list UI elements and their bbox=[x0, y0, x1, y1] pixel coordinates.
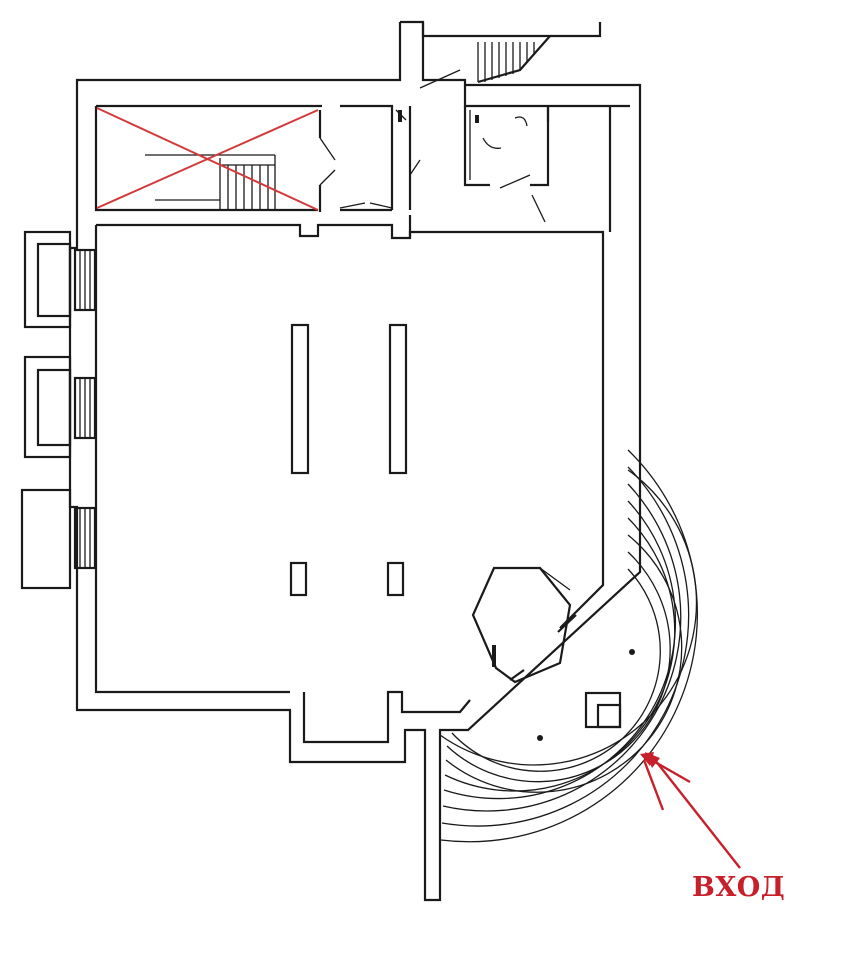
entrance-arrows bbox=[640, 752, 741, 869]
bay-windows-left bbox=[20, 230, 97, 590]
entrance-label: ВХОД bbox=[692, 872, 786, 903]
octagonal-vestibule bbox=[471, 566, 577, 684]
staircase-top-left-crossed-out bbox=[96, 107, 421, 212]
main-hall bbox=[289, 323, 408, 597]
curved-entrance-steps bbox=[439, 449, 699, 843]
exterior-wall bbox=[68, 20, 642, 902]
staircase-top-right bbox=[419, 22, 630, 108]
restroom bbox=[463, 106, 612, 232]
